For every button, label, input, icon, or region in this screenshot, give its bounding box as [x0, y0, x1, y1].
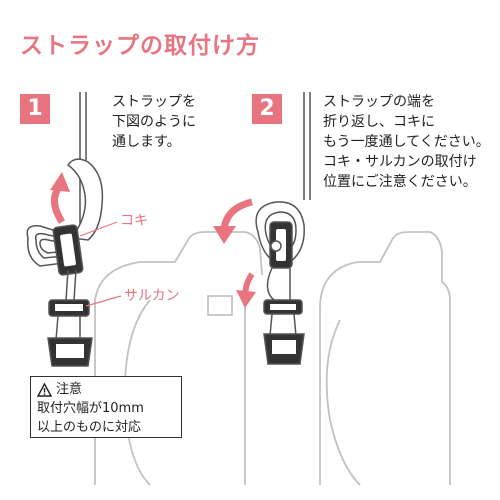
camera-body-2: [319, 231, 451, 486]
koki-label: コキ: [120, 213, 148, 229]
warning-triangle-icon: [37, 382, 52, 397]
caution-line: 取付穴幅が10mm: [37, 401, 144, 416]
step-2-badge: [252, 94, 282, 124]
rotate-arrow-step-2: [220, 198, 253, 231]
step-1-line: ストラップを: [112, 94, 196, 110]
step-1-line: 通します。: [112, 134, 181, 150]
step-2-line: 位置にご注意ください。: [323, 174, 477, 190]
step-2-number: 2: [259, 96, 275, 121]
step-1-badge: [20, 94, 50, 124]
rotate-arrow-step-1: [51, 183, 66, 224]
page-title: ストラップの取付け方: [20, 33, 260, 59]
strap-step-1: [26, 92, 104, 367]
caution-line: 以上のものに対応: [37, 420, 142, 435]
step-2-instructions: ストラップの端を 折り返し、コキに もう一度通してください。 コキ・サルカンの取…: [323, 92, 490, 192]
strap-step-2: [255, 92, 311, 365]
step-2-line: コキ・サルカンの取付け: [323, 154, 477, 170]
step-2-line: 折り返し、コキに: [323, 114, 435, 130]
step-1-line: 下図のように: [112, 114, 196, 130]
caution-box: 注意 取付穴幅が10mm 以上のものに対応: [30, 376, 182, 438]
step-2-line: ストラップの端を: [323, 94, 435, 110]
sarukan-label: サルカン: [124, 288, 180, 304]
step-1-instructions: ストラップを 下図のように 通します。: [112, 92, 196, 152]
step-1-number: 1: [27, 96, 43, 121]
step-2-line: もう一度通してください。: [323, 134, 490, 150]
caution-heading: 注意: [56, 382, 83, 397]
camera-body-1: [94, 231, 263, 486]
